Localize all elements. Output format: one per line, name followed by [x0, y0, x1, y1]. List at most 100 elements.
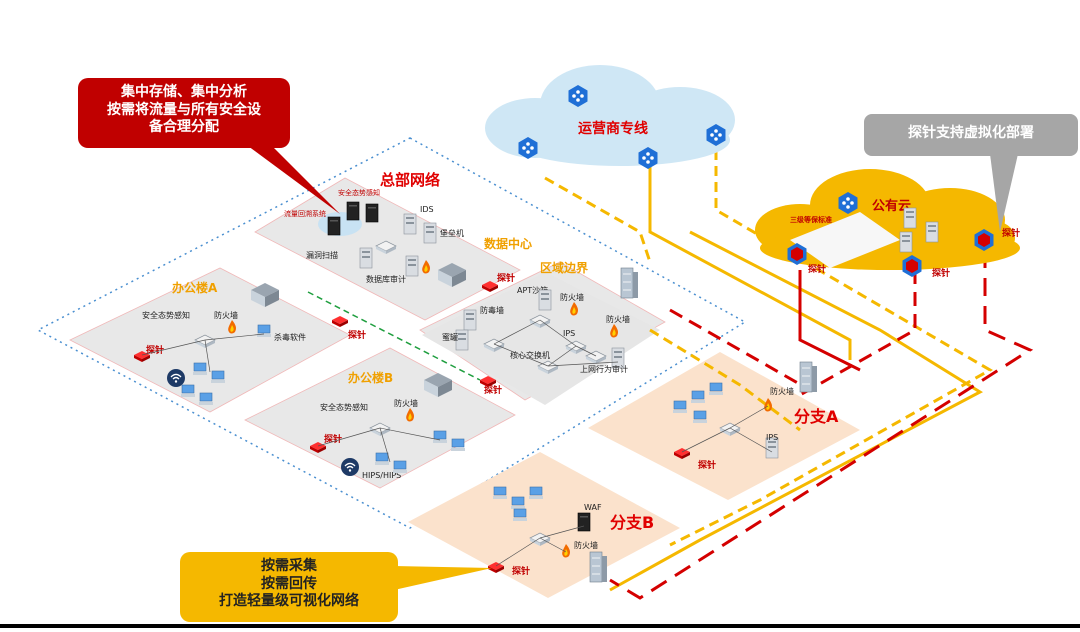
callout-gray-pointer	[990, 154, 1018, 232]
zone-office-a-title: 办公楼A	[172, 280, 218, 295]
border-firewall-label: 防火墙	[560, 292, 584, 302]
cloud-server-icon	[899, 231, 913, 253]
callout-gray-text: 探针支持虚拟化部署	[908, 125, 1034, 141]
office-a-situation-label: 安全态势感知	[142, 310, 190, 320]
compliance-zone	[790, 212, 900, 268]
office-b-links	[317, 427, 441, 463]
pc-icon	[432, 430, 448, 444]
office-b-link-probe-label: 探针	[484, 384, 502, 396]
zone-hq-title: 总部网络	[380, 171, 440, 189]
pc-icon	[512, 508, 528, 522]
zone-border	[422, 272, 660, 405]
ips-label: IPS	[563, 329, 575, 338]
waf-label: WAF	[584, 503, 602, 512]
honeypot-label: 蜜罐	[442, 332, 458, 342]
callout-virtualization: 探针支持虚拟化部署	[864, 114, 1078, 156]
probe-label: 探针	[497, 272, 515, 284]
callout-yellow-line: 打造轻量级可视化网络	[219, 593, 359, 609]
bastion-icon	[423, 222, 437, 244]
backtrack-server-icon	[327, 216, 341, 236]
branch-b-tower-icon	[589, 551, 608, 583]
office-b-probe-label: 探针	[324, 433, 342, 445]
situation-server-icon	[346, 201, 360, 221]
office-b-firewall-label: 防火墙	[394, 398, 418, 408]
office-a-links	[141, 333, 265, 373]
zone-datacenter-title: 数据中心	[484, 236, 532, 251]
office-a-link-probe-label: 探针	[348, 329, 366, 341]
cloud-probe-label: 探针	[808, 263, 826, 275]
situation-awareness-label: 安全态势感知	[338, 188, 380, 197]
callout-red-line: 备合理分配	[149, 119, 219, 135]
branch-a-ips-label: IPS	[766, 433, 778, 442]
branch-a-probe-label: 探针	[698, 459, 716, 471]
dc-firewall-label: 防火墙	[606, 314, 630, 324]
cloud-probe-label: 探针	[1002, 227, 1020, 239]
border-tower-icon	[620, 267, 639, 299]
pc-icon	[374, 452, 390, 466]
branch-a-tower-icon	[799, 361, 818, 393]
hq-boundary	[36, 137, 747, 529]
zone-branch-b-title: 分支B	[610, 513, 654, 532]
cloud-probe-label: 探针	[932, 267, 950, 279]
isp-cloud-label: 运营商专线	[578, 120, 648, 137]
apt-sandbox-label: APT沙箱	[517, 285, 548, 295]
ids-label: IDS	[420, 205, 434, 214]
pc-icon	[256, 324, 272, 338]
branch-b-links	[495, 525, 585, 567]
core-switch-label: 核心交换机	[510, 350, 550, 360]
border-links	[493, 319, 619, 367]
probe-icon	[332, 316, 348, 327]
public-cloud-label: 公有云	[872, 198, 911, 214]
pc-icon	[528, 486, 544, 500]
wifi-icon	[340, 457, 360, 477]
callout-red-line: 集中存储、集中分析	[121, 84, 247, 100]
pc-icon	[510, 496, 526, 510]
antivirus-wall-icon	[463, 309, 477, 331]
pc-icon	[708, 382, 724, 396]
branch-b-firewall-label: 防火墙	[574, 540, 598, 550]
apt-sandbox-icon	[538, 289, 552, 311]
wifi-icon	[166, 368, 186, 388]
branch-a-links	[681, 405, 773, 453]
pc-icon	[692, 410, 708, 424]
callout-red-pointer	[248, 146, 340, 214]
callout-red-line: 按需将流量与所有安全设	[107, 101, 261, 118]
office-b-situation-label: 安全态势感知	[320, 402, 368, 412]
db-audit-label: 数据库审计	[366, 274, 406, 284]
antivirus-sw-label: 杀毒软件	[274, 332, 306, 342]
bastion-label: 堡垒机	[440, 228, 464, 238]
web-audit-label: 上网行为审计	[580, 364, 628, 374]
pc-icon	[192, 362, 208, 376]
branch-a-firewall-label: 防火墙	[770, 386, 794, 396]
bottom-bar	[0, 624, 1080, 628]
office-a-probe-label: 探针	[146, 344, 164, 356]
pc-icon	[180, 384, 196, 398]
zone-branch-a-title: 分支A	[794, 407, 839, 426]
isp-cloud	[485, 65, 735, 166]
pc-icon	[690, 390, 706, 404]
vuln-scan-icon	[359, 247, 373, 269]
branch-b-probe-label: 探针	[512, 565, 530, 577]
db-audit-icon	[405, 255, 419, 277]
vuln-scan-label: 漏洞扫描	[306, 250, 338, 260]
traffic-backtrack-label: 流量回溯系统	[284, 209, 326, 218]
pc-icon	[392, 460, 408, 474]
office-a-firewall-label: 防火墙	[214, 310, 238, 320]
cloud-server-icon	[925, 221, 939, 243]
situation-server-icon	[365, 203, 379, 223]
wan-links	[307, 150, 1034, 600]
pc-icon	[210, 370, 226, 384]
callout-yellow-line: 按需回传	[261, 575, 317, 592]
cloud-server-icon	[903, 207, 917, 229]
zone-office-b-title: 办公楼B	[348, 370, 393, 385]
compliance-label: 三级等保标准	[790, 215, 832, 224]
zone-branch-b	[408, 452, 680, 598]
pc-icon	[672, 400, 688, 414]
antivirus-wall-label: 防毒墙	[480, 305, 504, 315]
pc-icon	[492, 486, 508, 500]
pc-icon	[450, 438, 466, 452]
hips-label: HIPS/HIPS	[362, 471, 401, 480]
callout-on-demand: 按需采集 按需回传 打造轻量级可视化网络	[180, 552, 398, 622]
callout-central-analysis: 集中存储、集中分析 按需将流量与所有安全设 备合理分配	[78, 78, 290, 148]
